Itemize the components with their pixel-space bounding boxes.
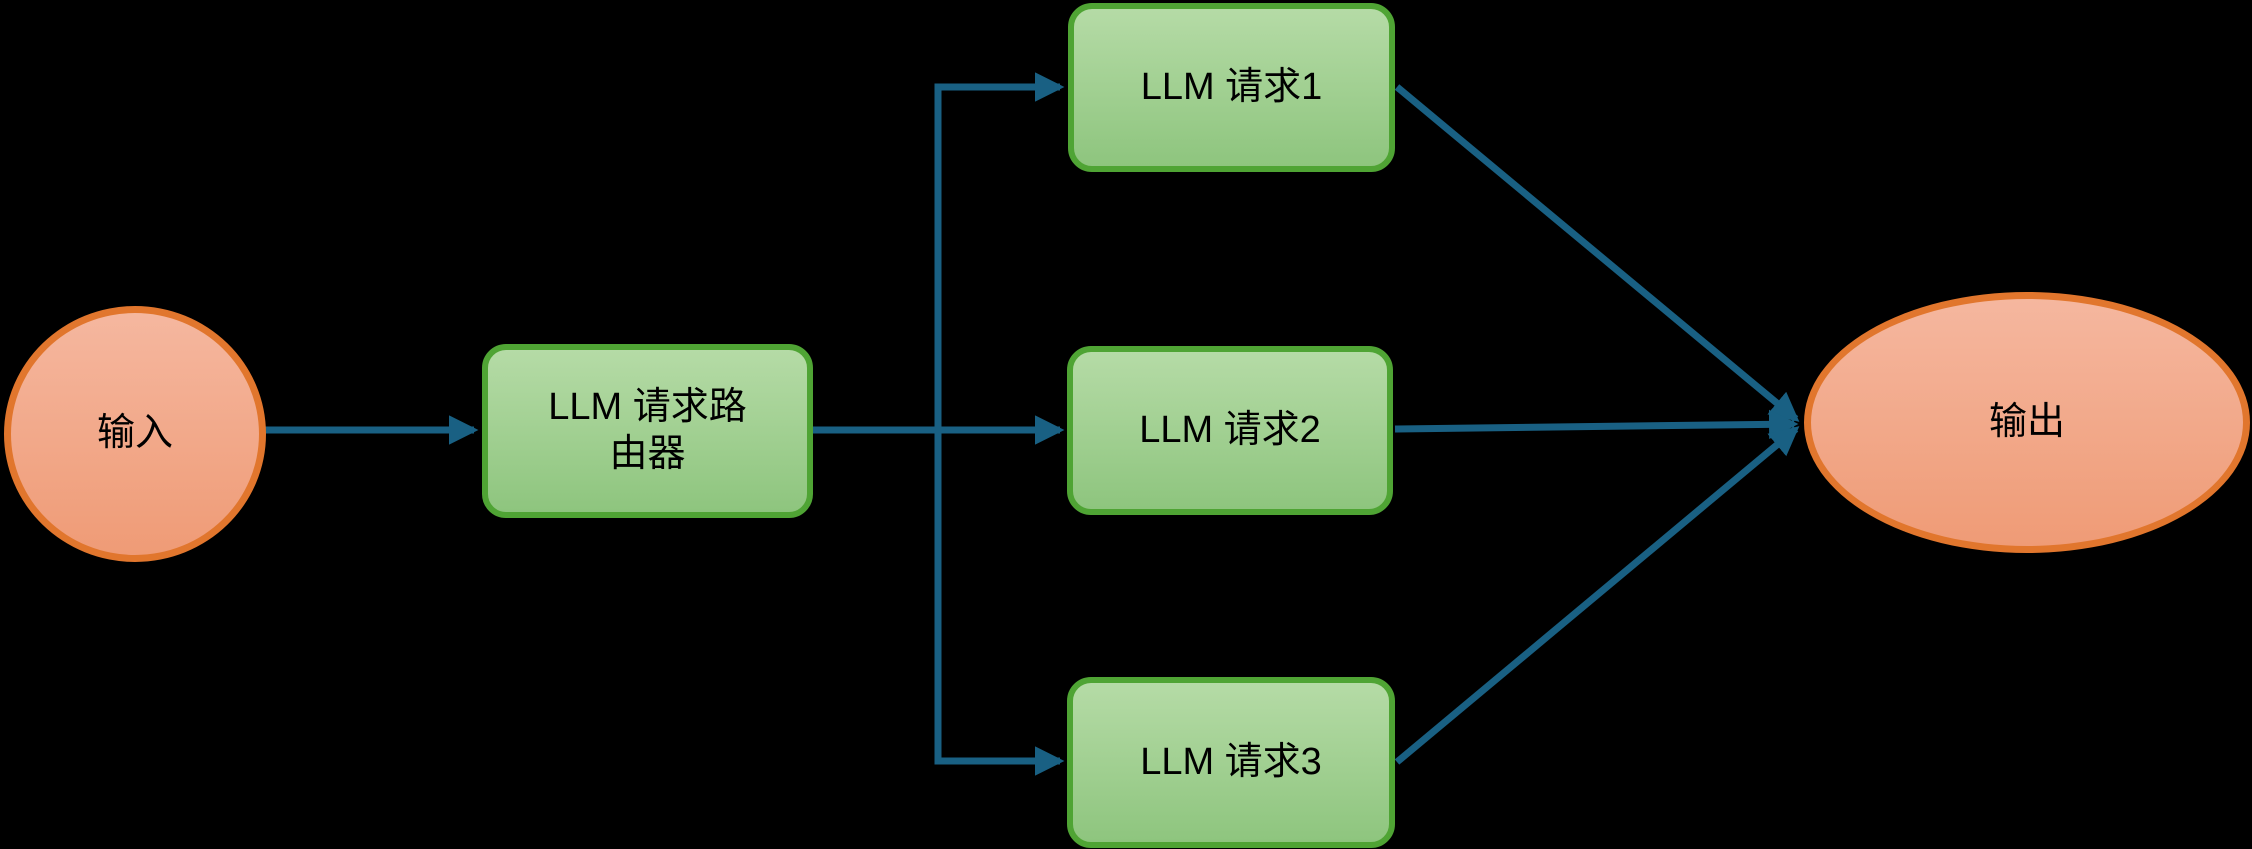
node-llm-request-router-label: LLM 请求路 由器: [548, 385, 747, 476]
edge-request1-output: [1394, 84, 1800, 422]
node-input: 输入: [4, 306, 266, 562]
node-llm-request-3-label: LLM 请求3: [1140, 740, 1322, 783]
node-llm-request-3: LLM 请求3: [1067, 677, 1395, 848]
node-input-label: 输入: [96, 412, 173, 455]
edge-request2-output: [1394, 409, 1799, 440]
node-llm-request-router: LLM 请求路 由器: [482, 344, 813, 518]
edge-router-request3: [934, 430, 1065, 776]
node-llm-request-1-label: LLM 请求1: [1140, 65, 1323, 108]
edge-router-request1: [934, 72, 1065, 430]
node-output-label: 输出: [1988, 400, 2065, 443]
node-llm-request-1: LLM 请求1: [1068, 3, 1395, 172]
node-llm-request-2: LLM 请求2: [1067, 346, 1393, 515]
edge-request3-output: [1394, 426, 1800, 765]
node-output: 输出: [1804, 292, 2250, 553]
node-llm-request-2-label: LLM 请求2: [1139, 408, 1321, 451]
